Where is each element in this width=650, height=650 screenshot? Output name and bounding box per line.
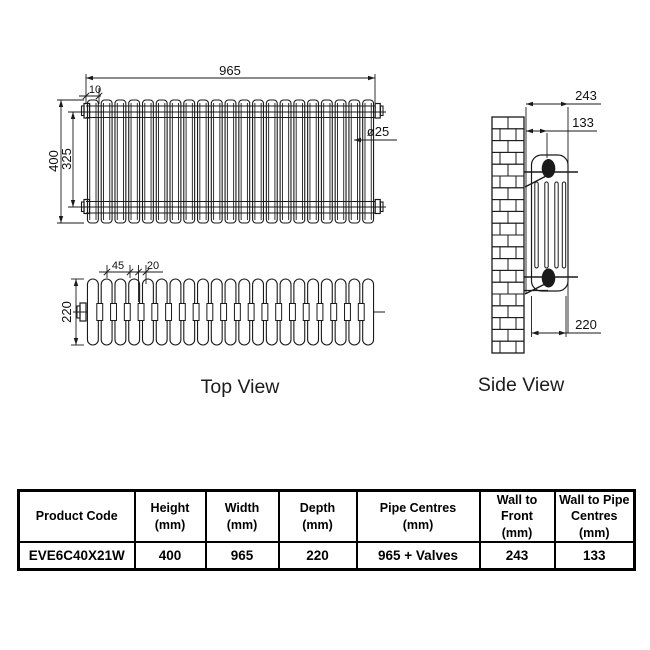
- dim-vertical-pipe-centres-label: 325: [59, 148, 74, 170]
- top-view-geometry: [71, 265, 385, 346]
- dim-collar-width-label: 20: [147, 260, 159, 272]
- col-header-width: Width(mm): [204, 489, 280, 543]
- technical-drawing: 965 10 400 325 ø25 45 20 220 Top View 24…: [46, 63, 601, 398]
- dim-width-label: 965: [219, 63, 241, 78]
- col-header-product-code: Product Code: [17, 489, 136, 543]
- cell-pipe-centres: 965 + Valves: [355, 541, 481, 571]
- dim-offset-label: 10: [89, 84, 101, 96]
- cell-wall-to-pipe-centres: 133: [553, 541, 636, 571]
- col-header-wall-to-front: Wall to Front(mm): [478, 489, 556, 543]
- spec-table-data-row: EVE6C40X21W 400 965 220 965 + Valves 243…: [17, 541, 636, 571]
- front-view-drawing: 965 10 400 325 ø25: [46, 63, 397, 224]
- col-header-depth: Depth(mm): [277, 489, 358, 543]
- side-view-geometry: [491, 101, 601, 354]
- dim-total-height-label: 400: [46, 150, 61, 172]
- dim-section-pitch-label: 45: [112, 260, 124, 272]
- side-view-label: Side View: [478, 374, 565, 396]
- front-view-geometry: [57, 74, 397, 224]
- spec-table-header-row: Product Code Height(mm) Width(mm) Depth(…: [17, 489, 636, 543]
- cell-depth: 220: [277, 541, 358, 571]
- cell-width: 965: [204, 541, 280, 571]
- col-header-height: Height(mm): [133, 489, 207, 543]
- dim-depth-label-top-view: 220: [59, 301, 74, 323]
- cell-height: 400: [133, 541, 207, 571]
- cell-product-code: EVE6C40X21W: [17, 541, 136, 571]
- dim-wall-to-pipe-centres-label: 133: [572, 115, 594, 130]
- col-header-pipe-centres: Pipe Centres(mm): [355, 489, 481, 543]
- dim-wall-to-front-label: 243: [575, 88, 597, 103]
- spec-table: Product Code Height(mm) Width(mm) Depth(…: [17, 489, 636, 571]
- top-view-label: Top View: [201, 376, 281, 398]
- col-header-wall-to-pipe-centres: Wall to Pipe Centres(mm): [553, 489, 636, 543]
- dim-depth-label-side-view: 220: [575, 317, 597, 332]
- dim-tube-diameter-label: ø25: [367, 124, 389, 139]
- side-view-drawing: 243 133 220 Side View: [478, 88, 601, 396]
- top-view-drawing: 45 20 220 Top View: [59, 260, 385, 398]
- cell-wall-to-front: 243: [478, 541, 556, 571]
